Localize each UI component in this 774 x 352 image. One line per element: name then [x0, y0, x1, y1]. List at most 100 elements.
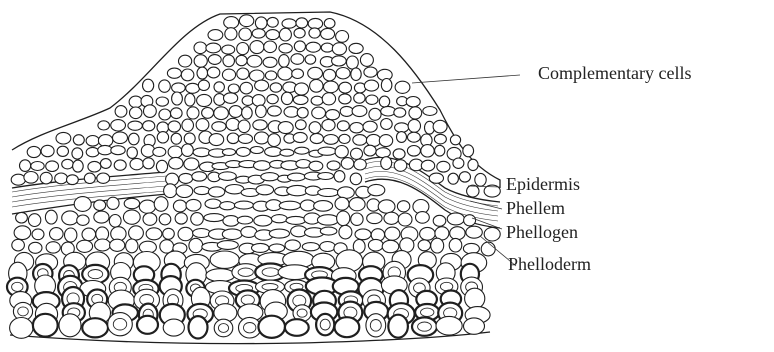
cell — [353, 135, 367, 146]
cell — [143, 79, 154, 92]
cell — [154, 197, 168, 212]
cell — [146, 228, 162, 240]
cell — [384, 212, 399, 224]
cell — [337, 211, 350, 226]
cell — [139, 200, 155, 213]
cell — [240, 82, 252, 94]
cell — [311, 96, 323, 105]
cell — [450, 135, 460, 145]
cell — [453, 158, 464, 168]
cell — [355, 229, 371, 240]
cell — [349, 198, 365, 211]
cell — [397, 201, 409, 212]
cell — [205, 199, 221, 208]
cell — [253, 120, 267, 130]
cell — [335, 317, 360, 337]
cell — [434, 134, 446, 144]
cell — [364, 67, 377, 77]
cell — [366, 134, 380, 146]
cell — [108, 313, 133, 336]
cell — [67, 175, 79, 185]
cell — [130, 158, 143, 169]
label-phellogen: Phellogen — [506, 222, 578, 242]
cell — [62, 159, 74, 169]
cell — [459, 172, 470, 182]
cell — [194, 186, 210, 194]
cell — [281, 92, 292, 104]
cell — [293, 132, 307, 142]
cell — [269, 244, 284, 252]
cell — [351, 213, 363, 225]
cell — [300, 200, 315, 211]
cell — [100, 159, 111, 169]
cell — [10, 318, 33, 339]
cell — [95, 239, 111, 251]
cell — [312, 107, 326, 119]
cell — [212, 122, 226, 132]
cell — [222, 229, 242, 240]
cell — [321, 43, 333, 52]
cell — [279, 55, 290, 68]
cell — [222, 69, 235, 80]
cell — [57, 146, 68, 156]
cell — [418, 240, 430, 251]
cell — [465, 288, 485, 309]
cell — [62, 211, 79, 225]
cell — [420, 227, 436, 240]
cell — [228, 84, 239, 93]
cell — [97, 173, 110, 183]
cell — [368, 184, 385, 195]
cell — [247, 55, 262, 67]
cell — [178, 227, 193, 240]
cell — [270, 83, 282, 92]
cell — [242, 107, 253, 119]
cell — [186, 83, 200, 93]
cell — [252, 243, 269, 252]
cell — [293, 95, 308, 104]
cell — [32, 229, 44, 240]
cell — [179, 173, 193, 183]
cell — [320, 242, 335, 252]
cell — [50, 228, 64, 240]
cell — [94, 211, 109, 223]
cell — [280, 149, 294, 156]
cell — [86, 136, 99, 147]
cell — [208, 30, 223, 41]
cell — [210, 251, 239, 268]
cell — [268, 106, 282, 116]
cell — [318, 147, 336, 155]
cell — [318, 173, 334, 180]
label-phelloderm: Phelloderm — [508, 254, 591, 274]
cell — [236, 55, 247, 65]
cell — [294, 41, 305, 52]
cell — [208, 55, 221, 65]
leader-complementary — [412, 75, 520, 83]
cell — [189, 238, 203, 252]
cell — [77, 215, 89, 225]
cell — [159, 109, 171, 120]
cell — [309, 122, 321, 134]
cell — [464, 215, 476, 226]
cell — [286, 216, 306, 224]
cell — [189, 316, 208, 338]
cell — [379, 96, 389, 107]
cell — [302, 243, 319, 251]
cell — [335, 197, 349, 210]
cell — [88, 161, 101, 172]
cell — [295, 147, 309, 154]
cell — [250, 147, 263, 154]
cell — [192, 172, 207, 181]
cell — [466, 226, 482, 238]
cell — [340, 106, 353, 116]
cell — [217, 241, 238, 250]
cell — [224, 93, 238, 104]
cell — [279, 44, 292, 53]
cell — [31, 162, 44, 171]
cell — [73, 135, 84, 145]
cell — [338, 187, 355, 199]
cell — [326, 110, 340, 120]
cell — [448, 173, 458, 184]
cell — [227, 133, 239, 144]
cell — [294, 28, 305, 38]
cell — [475, 173, 486, 186]
